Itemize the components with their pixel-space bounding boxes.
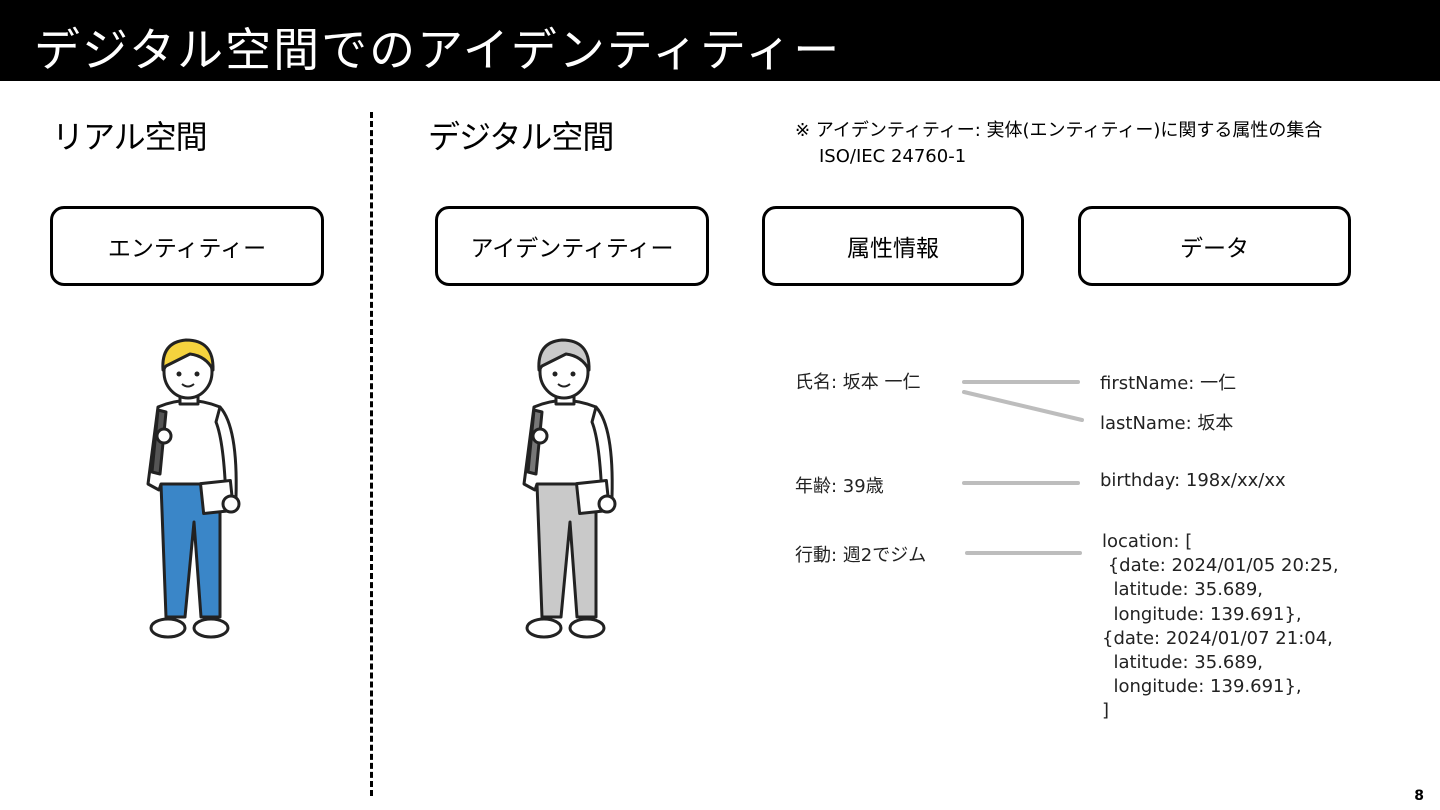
attribute-behavior: 行動: 週2でジム	[795, 545, 927, 566]
section-divider	[370, 112, 373, 796]
attribute-name: 氏名: 坂本 一仁	[795, 372, 921, 393]
note-line-1: ※ アイデンティティー: 実体(エンティティー)に関する属性の集合	[795, 120, 1323, 141]
person-illustration-digital	[522, 338, 617, 639]
hair-real	[161, 338, 215, 372]
real-space-heading: リアル空間	[52, 118, 208, 156]
identity-definition-note: ※ アイデンティティー: 実体(エンティティー)に関する属性の集合 ISO/IE…	[795, 118, 1322, 170]
identity-box: アイデンティティー	[435, 206, 709, 286]
page-number: 8	[1414, 788, 1424, 804]
entity-box: エンティティー	[50, 206, 324, 286]
connector-name-lastname	[962, 390, 1084, 422]
attribute-age: 年齢: 39歳	[795, 476, 884, 497]
hair-digital	[537, 338, 591, 372]
data-last-name: lastName: 坂本	[1100, 413, 1234, 434]
data-box: データ	[1078, 206, 1351, 286]
data-location: location: [ {date: 2024/01/05 20:25, lat…	[1102, 531, 1339, 722]
person-illustration-real	[146, 338, 241, 639]
data-first-name: firstName: 一仁	[1100, 373, 1237, 394]
digital-space-heading: デジタル空間	[428, 118, 614, 156]
title-bar: デジタル空間でのアイデンティティー	[0, 0, 1440, 81]
slide-title: デジタル空間でのアイデンティティー	[34, 23, 842, 77]
note-line-2: ISO/IEC 24760-1	[819, 146, 967, 167]
data-birthday: birthday: 198x/xx/xx	[1100, 470, 1286, 491]
attribute-info-box: 属性情報	[762, 206, 1024, 286]
